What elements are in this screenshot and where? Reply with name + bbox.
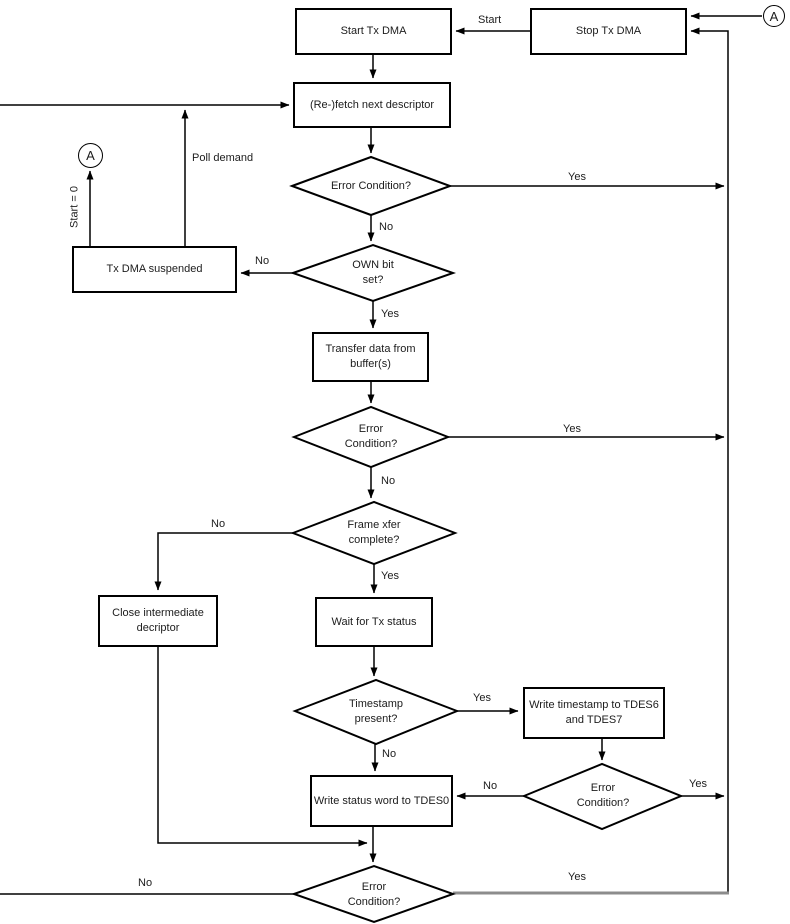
edge-label-error1-yes: Yes <box>566 171 588 183</box>
node-wait-tx-status: Wait for Tx status <box>315 597 433 647</box>
diamond-error-condition-2 <box>291 405 451 469</box>
edge-label-frame-no: No <box>209 518 228 530</box>
diamond-own-bit-set <box>289 243 457 303</box>
node-tx-dma-suspended: Tx DMA suspended <box>72 246 237 293</box>
edge-label-error2-yes: Yes <box>561 423 583 435</box>
node-close-intermediate: Close intermediate decriptor <box>98 595 218 647</box>
node-stop-tx-dma: Stop Tx DMA <box>530 8 687 55</box>
edge-label-frame-yes: Yes <box>379 570 401 582</box>
label-error-condition-2: Error Condition? <box>344 423 398 450</box>
label-error-condition-4: Error Condition? <box>347 881 401 908</box>
node-transfer-data: Transfer data from buffer(s) <box>312 332 429 382</box>
node-write-timestamp: Write timestamp to TDES6 and TDES7 <box>523 687 665 739</box>
label-frame-xfer: Frame xfer complete? <box>347 519 401 546</box>
diamond-error-condition-3 <box>521 762 684 831</box>
edge-label-start-eq-zero: Start = 0 <box>68 186 81 228</box>
connector-a-left-label: A <box>86 148 95 163</box>
label-error-condition-1: Error Condition? <box>330 179 412 192</box>
edge-close-to-join <box>157 647 368 847</box>
off-page-connector-a-top: A <box>763 5 785 27</box>
connector-a-top-label: A <box>769 8 779 24</box>
edge-label-error4-yes: Yes <box>566 871 588 883</box>
edge-label-error3-yes: Yes <box>687 778 709 790</box>
node-write-status-word: Write status word to TDES0 <box>310 775 453 827</box>
label-timestamp-present: Timestamp present? <box>349 698 403 725</box>
edge-label-error4-no: No <box>136 877 155 889</box>
edge-label-error2-no: No <box>379 475 398 487</box>
node-start-tx-dma: Start Tx DMA <box>295 8 452 55</box>
edge-label-poll-demand: Poll demand <box>190 152 256 164</box>
edge-label-timestamp-yes: Yes <box>471 692 493 704</box>
node-write-timestamp-label: Write timestamp to TDES6 and TDES7 <box>529 699 659 726</box>
label-own-bit-set: OWN bit set? <box>352 259 394 286</box>
node-wait-tx-status-label: Wait for Tx status <box>331 615 417 628</box>
diamond-error-condition-4 <box>290 864 456 924</box>
node-close-intermediate-label: Close intermediate decriptor <box>112 607 204 634</box>
edge-return-rail <box>690 27 729 893</box>
edge-frame-no <box>154 532 293 591</box>
node-refetch-descriptor: (Re-)fetch next descriptor <box>293 82 451 128</box>
node-transfer-data-label: Transfer data from buffer(s) <box>325 343 416 370</box>
off-page-connector-a-left: A <box>78 143 103 168</box>
node-write-status-word-label: Write status word to TDES0 <box>313 794 450 807</box>
diamond-error-condition-1 <box>289 155 453 217</box>
node-refetch-descriptor-label: (Re-)fetch next descriptor <box>309 98 435 111</box>
diamond-frame-xfer-complete <box>290 500 458 566</box>
node-start-tx-dma-label: Start Tx DMA <box>340 25 407 38</box>
edge-label-error1-no: No <box>377 221 396 233</box>
edge-label-start: Start <box>476 14 504 26</box>
edge-label-timestamp-no: No <box>380 748 399 760</box>
node-tx-dma-suspended-label: Tx DMA suspended <box>106 263 203 276</box>
edge-label-error3-no: No <box>481 780 500 792</box>
node-stop-tx-dma-label: Stop Tx DMA <box>575 25 642 38</box>
diamond-timestamp-present <box>292 678 460 746</box>
edge-label-own-no: No <box>253 255 272 267</box>
edge-label-own-yes: Yes <box>379 308 401 320</box>
label-error-condition-3: Error Condition? <box>576 782 630 809</box>
